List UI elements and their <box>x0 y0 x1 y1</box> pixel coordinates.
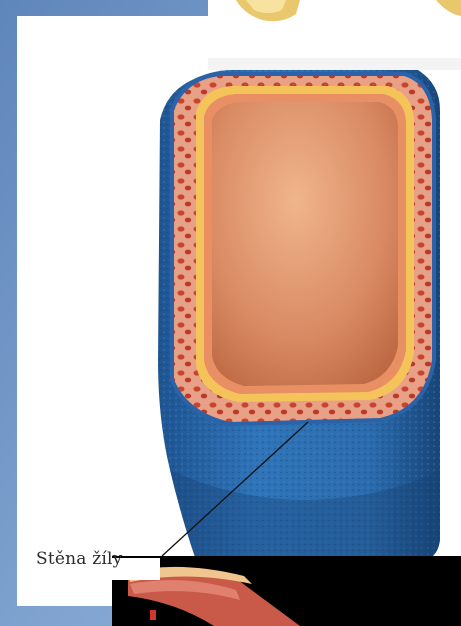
vein-wall-label: Stěna žíly <box>36 549 122 569</box>
bottom-inset <box>112 556 461 626</box>
top-inset <box>208 0 461 70</box>
vein-tube <box>158 70 440 560</box>
lumen <box>212 102 398 386</box>
